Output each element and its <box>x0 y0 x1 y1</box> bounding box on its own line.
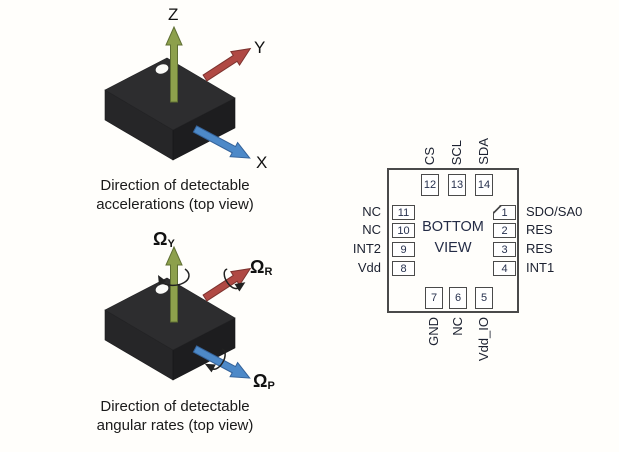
pin-11: 11 <box>392 205 415 220</box>
pin-4: 4 <box>493 261 516 276</box>
x-axis-arrow <box>192 125 251 159</box>
pinout-diagram: CS SCL SDA BOTTOM VIEW 12 13 14 11 10 9 … <box>340 120 619 390</box>
pin-7: 7 <box>425 287 443 309</box>
pin1-marker-dot <box>155 64 169 74</box>
view-title-line2: VIEW <box>434 240 472 256</box>
pin-label-int1: INT1 <box>526 259 555 275</box>
z-axis-arrow <box>165 25 183 103</box>
roll-rotation-arc <box>223 268 246 292</box>
pin-label-scl: SCL <box>448 139 464 165</box>
yaw-rate-arrow <box>165 245 183 323</box>
pitch-rate-label: ΩP <box>253 371 275 392</box>
pin-12: 12 <box>421 174 439 196</box>
pin-1: 1 <box>493 205 516 220</box>
pin-label-gnd: GND <box>425 317 441 346</box>
pin-13: 13 <box>448 174 466 196</box>
y-axis-arrow <box>202 47 252 82</box>
x-axis-label: X <box>256 153 267 172</box>
pin-3: 3 <box>493 242 516 257</box>
yaw-arc-arrowhead <box>158 275 166 285</box>
pin-6: 6 <box>449 287 467 309</box>
pin-2: 2 <box>493 223 516 238</box>
pin-5: 5 <box>475 287 493 309</box>
pin-label-nc-11: NC <box>362 203 381 219</box>
pin-10: 10 <box>392 223 415 238</box>
pin-label-vdd: Vdd <box>357 259 381 275</box>
pin-label-sdo-sa0: SDO/SA0 <box>526 203 583 219</box>
roll-rate-arrow <box>202 267 252 302</box>
pitch-rate-arrow <box>192 345 251 379</box>
pin-9: 9 <box>392 242 415 257</box>
gyro-caption-line2: angular rates (top view) <box>96 417 254 434</box>
package-view-title: BOTTOM VIEW <box>389 217 517 259</box>
y-axis-label: Y <box>254 38 265 57</box>
pin-label-vdd-io: Vdd_IO <box>476 317 491 362</box>
pin-label-int2: INT2 <box>352 240 381 256</box>
gyro-caption: Direction of detectable angular rates (t… <box>50 397 300 435</box>
accel-axes-figure: Z Y X <box>104 5 267 172</box>
pin-label-res-3: RES <box>526 240 553 256</box>
package-outline: BOTTOM VIEW 12 13 14 11 10 9 8 1 2 3 4 7… <box>387 168 519 313</box>
pitch-rotation-arc <box>204 348 226 373</box>
view-title-line1: BOTTOM <box>422 219 484 235</box>
pin1-marker-dot <box>155 284 169 294</box>
pin-label-cs: CS <box>421 146 437 165</box>
gyro-caption-line1: Direction of detectable <box>100 398 250 415</box>
pin-label-nc-10: NC <box>362 221 381 237</box>
roll-rate-label: ΩR <box>250 257 272 278</box>
yaw-rotation-arc <box>160 268 190 287</box>
pin-label-res-2: RES <box>526 221 553 237</box>
pin-8: 8 <box>392 261 415 276</box>
z-axis-label: Z <box>168 5 178 24</box>
gyro-axes-figure: ΩY ΩR ΩP <box>104 229 275 392</box>
pin-14: 14 <box>475 174 493 196</box>
accel-caption-line2: accelerations (top view) <box>96 196 254 213</box>
accel-caption: Direction of detectable accelerations (t… <box>50 176 300 214</box>
yaw-rate-label: ΩY <box>153 229 175 250</box>
accel-caption-line1: Direction of detectable <box>100 177 250 194</box>
pin-label-sda: SDA <box>475 138 491 165</box>
pin-label-nc-6: NC <box>450 317 465 336</box>
